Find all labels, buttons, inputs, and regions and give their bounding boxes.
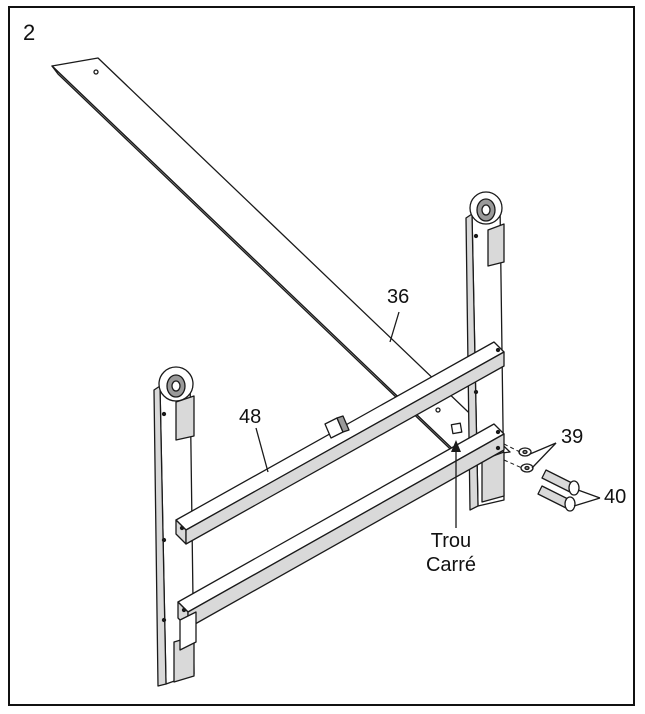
leader-40b [573, 497, 601, 507]
callout-48: 48 [239, 406, 262, 428]
leader-36 [389, 311, 400, 343]
leader-48 [255, 427, 269, 473]
note-line-1: Trou [430, 530, 472, 552]
washers-39 [518, 447, 534, 473]
callout-39: 39 [561, 426, 584, 448]
leader-39a [529, 442, 557, 455]
step-number: 2 [23, 20, 36, 45]
bottom-bracket [179, 611, 197, 651]
beam-36 [51, 57, 511, 467]
leader-40a [577, 489, 601, 499]
trou-arrow-head [451, 440, 461, 452]
leader-39b [531, 442, 557, 469]
square-hole-note: Trou Carré [414, 529, 488, 577]
bolts-40 [537, 469, 580, 512]
crossbar-48 [175, 341, 505, 545]
note-line-2: Carré [425, 554, 476, 576]
callout-40: 40 [604, 486, 627, 508]
callout-36: 36 [387, 286, 410, 308]
